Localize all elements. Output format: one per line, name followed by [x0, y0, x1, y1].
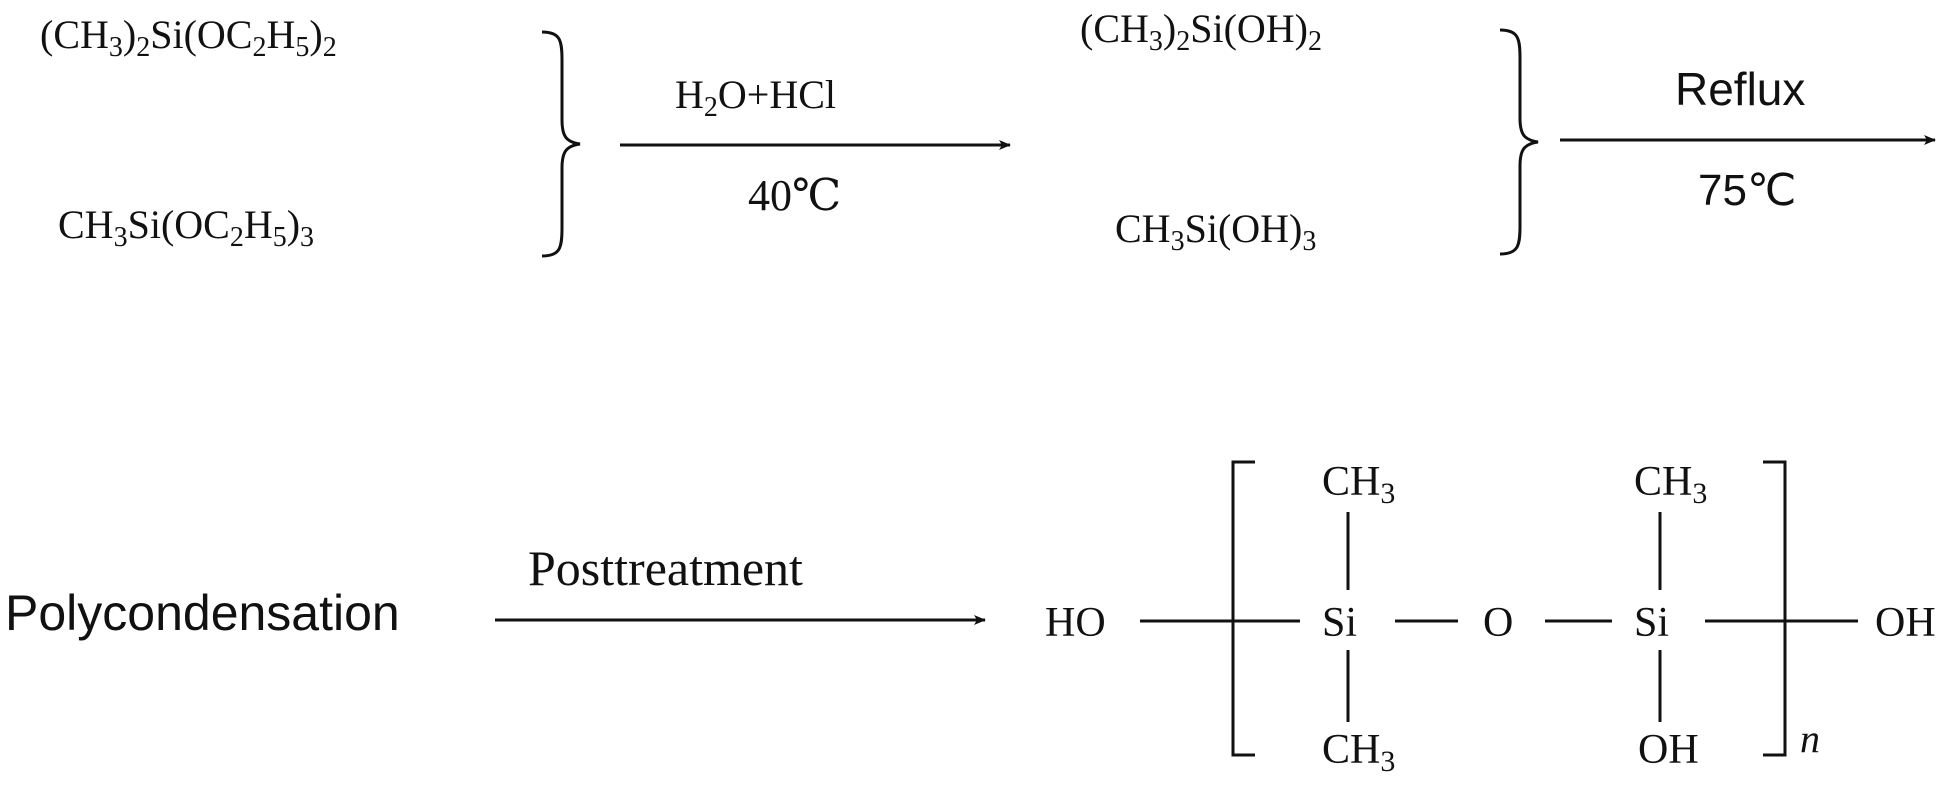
left-bracket [1231, 460, 1255, 757]
atom-si-2: Si [1634, 600, 1669, 646]
atom-o-bridge: O [1483, 600, 1513, 646]
methyl-si2-top: CH3 [1634, 459, 1707, 510]
reactant-dimethyldiethoxysilane: (CH3)2Si(OC2H5)2 [40, 12, 337, 63]
end-group-left: HO [1045, 600, 1106, 646]
methyl-si1-bottom: CH3 [1322, 727, 1395, 778]
end-group-right: OH [1875, 600, 1936, 646]
atom-si-1: Si [1322, 600, 1357, 646]
step3-posttreatment-label: Posttreatment [528, 540, 803, 596]
process-polycondensation: Polycondensation [5, 585, 400, 641]
step2-temperature: 75℃ [1698, 166, 1796, 215]
step2-reflux-label: Reflux [1675, 63, 1805, 115]
reactant-methyltriethoxysilane: CH3Si(OC2H5)3 [58, 202, 314, 253]
step1-temperature: 40℃ [748, 171, 841, 220]
right-brace-reactants [541, 30, 581, 258]
right-bracket [1763, 460, 1787, 757]
hydroxyl-si2-bottom: OH [1638, 727, 1699, 773]
product-structure: HO Si O Si OH CH3 CH3 CH3 OH n [1045, 459, 1936, 778]
step1-reagent: H2O+HCl [675, 72, 836, 123]
methyl-si1-top: CH3 [1322, 459, 1395, 510]
intermediate-dimethylsilanediol: (CH3)2Si(OH)2 [1080, 6, 1322, 57]
intermediate-methylsilanetriol: CH3Si(OH)3 [1115, 206, 1316, 257]
repeat-unit-n: n [1800, 716, 1820, 761]
right-brace-intermediates [1499, 28, 1539, 256]
